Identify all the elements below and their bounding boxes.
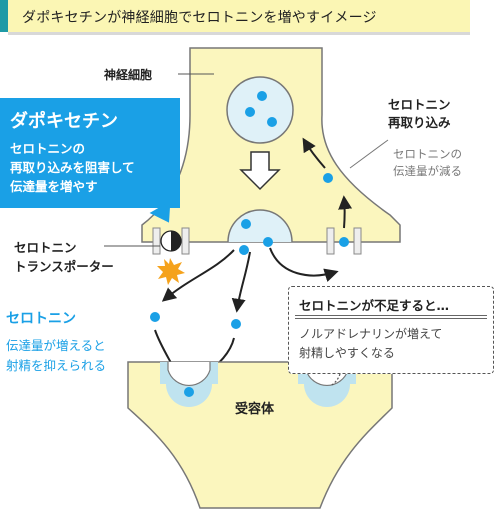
serotonin-dot bbox=[263, 237, 273, 247]
transporter-label: セロトニン トランスポーター bbox=[14, 240, 114, 274]
receptor-label: 受容体 bbox=[235, 402, 275, 417]
reuptake-arrow-lower bbox=[338, 195, 353, 229]
serotonin-label: セロトニン bbox=[6, 311, 76, 327]
callout-body: セロトニンの 再取り込みを阻害して 伝達量を増やす bbox=[10, 141, 135, 194]
serotonin-dot bbox=[339, 237, 349, 247]
title-bar: ダポキセチンが神経細胞でセロトニンを増やすイメージ bbox=[0, 0, 470, 32]
serotonin-dot bbox=[184, 387, 194, 397]
serotonin-dot bbox=[241, 219, 251, 229]
vesicle-top bbox=[226, 76, 294, 144]
reuptake-label: セロトニン 再取り込み bbox=[388, 97, 451, 130]
release-arrow-left bbox=[161, 249, 235, 302]
dapoxetine-callout: ダポキセチン セロトニンの 再取り込みを阻害して 伝達量を増やす bbox=[0, 98, 180, 208]
receptor-left-cup bbox=[167, 362, 211, 386]
title-shadow bbox=[8, 32, 470, 35]
shortage-box: セロトニンが不足すると… ノルアドレナリンが増えて 射精しやすくなる bbox=[288, 286, 494, 374]
arrow-down-icon bbox=[239, 151, 281, 191]
serotonin-dot bbox=[257, 91, 267, 101]
reuptake-arrow-upper bbox=[302, 137, 326, 169]
shortage-divider bbox=[295, 315, 487, 316]
page-title: ダポキセチンが神経細胞でセロトニンを増やすイメージ bbox=[22, 10, 377, 26]
shortage-title: セロトニンが不足すると… bbox=[299, 298, 450, 313]
burst-icon bbox=[157, 258, 185, 285]
shortage-body: ノルアドレナリンが増えて 射精しやすくなる bbox=[299, 327, 443, 360]
serotonin-dot bbox=[323, 173, 333, 183]
transporter-left-a bbox=[152, 227, 161, 255]
callout-title: ダポキセチン bbox=[10, 111, 118, 132]
reuptake-note: セロトニンの 伝達量が減る bbox=[393, 147, 462, 178]
release-arrow-right bbox=[269, 247, 339, 282]
reuptake-leader-line bbox=[349, 139, 389, 169]
release-arrow-middle bbox=[231, 251, 251, 313]
serotonin-dot bbox=[239, 245, 249, 255]
shortage-connector bbox=[329, 373, 341, 387]
transporter-left-b bbox=[181, 227, 190, 255]
transporter-right-a bbox=[326, 227, 335, 255]
serotonin-dot bbox=[231, 319, 241, 329]
serotonin-dot bbox=[267, 117, 277, 127]
serotonin-dot bbox=[245, 107, 255, 117]
serotonin-dot bbox=[150, 312, 160, 322]
vesicle-bottom bbox=[227, 209, 293, 243]
shortage-divider bbox=[295, 318, 487, 319]
transporter-right-b bbox=[353, 227, 362, 255]
neuron-label: 神経細胞 bbox=[104, 68, 153, 82]
presynaptic-neuron bbox=[141, 47, 401, 243]
blocked-transporter-half bbox=[171, 231, 181, 251]
serotonin-note: 伝達量が増えると 射精を抑えられる bbox=[6, 338, 107, 373]
